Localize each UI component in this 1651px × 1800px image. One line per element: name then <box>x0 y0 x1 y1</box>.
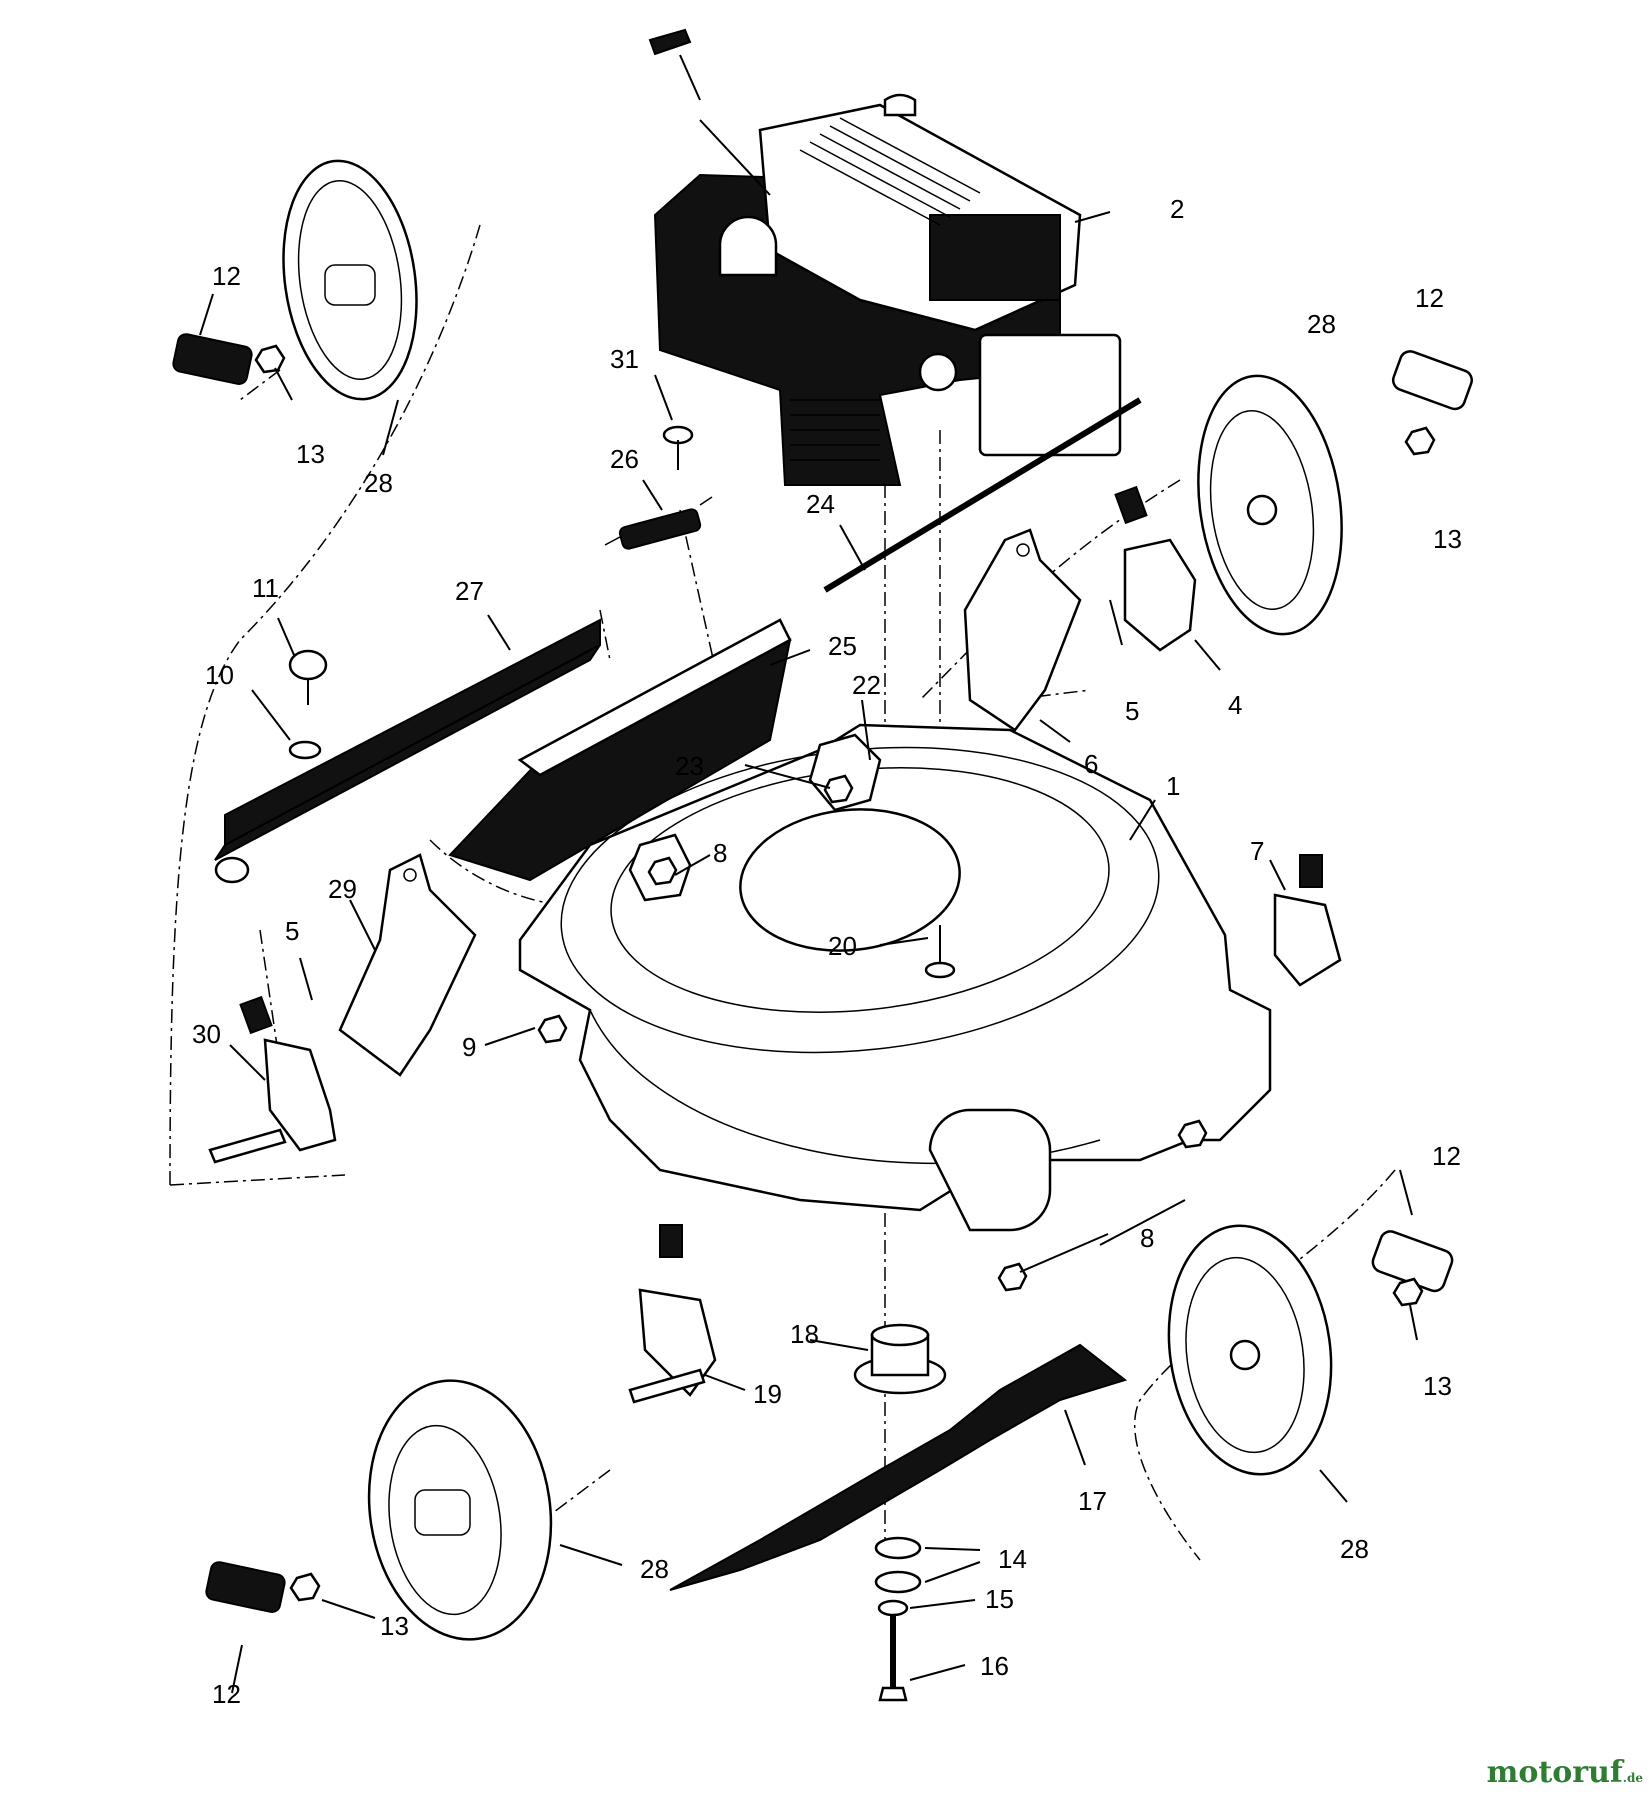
callout-14: 14 <box>998 1544 1027 1574</box>
callout-29: 29 <box>328 874 357 904</box>
rear-hinge-rod <box>214 618 601 884</box>
bolt <box>662 425 694 470</box>
hub-caps <box>172 333 1473 1613</box>
watermark-text: motoruf <box>1486 1755 1623 1790</box>
leader-lines <box>199 211 1418 1694</box>
callout-28-front-right: 28 <box>1340 1534 1369 1564</box>
wheel-front-right <box>1167 1224 1333 1476</box>
callout-9: 9 <box>462 1032 476 1062</box>
wheel-nuts <box>254 344 1436 1602</box>
callout-4: 4 <box>1228 690 1242 720</box>
axle-rod <box>823 397 1142 593</box>
callout-23: 23 <box>675 751 704 781</box>
engine-cooling-fins <box>799 117 981 226</box>
height-adjuster-rear-left <box>208 995 337 1164</box>
callout-28-rear-left: 28 <box>364 468 393 498</box>
callout-8-top: 8 <box>713 838 727 868</box>
wheel-rear-right <box>1197 374 1343 636</box>
blade-washers <box>874 1536 922 1617</box>
callout-28-front-left: 28 <box>640 1554 669 1584</box>
wheel-front-left <box>367 1379 553 1641</box>
callout-12-rear-left: 12 <box>212 261 241 291</box>
mower-deck <box>518 723 1272 1232</box>
callout-2: 2 <box>1170 194 1184 224</box>
bracket-left <box>338 853 477 1077</box>
callout-8-bottom: 8 <box>1140 1223 1154 1253</box>
callout-1: 1 <box>1166 771 1180 801</box>
blade <box>669 1343 1128 1591</box>
height-adjuster-front-right <box>1273 854 1342 987</box>
bracket-right <box>963 528 1082 732</box>
watermark-logo: motoruf.de <box>1487 1755 1643 1790</box>
callout-13-front-right: 13 <box>1423 1371 1452 1401</box>
callout-27: 27 <box>455 576 484 606</box>
callout-11: 11 <box>252 573 279 603</box>
callout-26: 26 <box>610 444 639 474</box>
callout-6: 6 <box>1084 749 1098 779</box>
callout-13-front-left: 13 <box>380 1611 409 1641</box>
callout-13-rear-left: 13 <box>296 439 325 469</box>
callouts: 2 12 12 12 12 28 28 28 28 13 13 13 13 31… <box>192 194 1462 1709</box>
blade-adapter <box>853 1323 947 1395</box>
callout-20: 20 <box>828 931 857 961</box>
callout-13-rear-right: 13 <box>1433 524 1462 554</box>
callout-19: 19 <box>753 1379 782 1409</box>
callout-5-right: 5 <box>1125 696 1139 726</box>
callout-31: 31 <box>610 344 639 374</box>
callout-5-left: 5 <box>285 916 299 946</box>
deck-hardware <box>537 733 1208 1292</box>
blade-bolt <box>878 1615 908 1702</box>
callout-30: 30 <box>192 1019 221 1049</box>
watermark-suffix: .de <box>1622 1771 1643 1785</box>
callout-12-front-left: 12 <box>212 1679 241 1709</box>
callout-17: 17 <box>1078 1486 1107 1516</box>
callout-7: 7 <box>1250 836 1264 866</box>
callout-25: 25 <box>828 631 857 661</box>
callout-12-front-right: 12 <box>1432 1141 1461 1171</box>
callout-24: 24 <box>806 489 835 519</box>
spring <box>604 496 713 550</box>
callout-12-rear-right: 12 <box>1415 283 1444 313</box>
callout-16: 16 <box>980 1651 1009 1681</box>
callout-28-rear-right: 28 <box>1307 309 1336 339</box>
callout-22: 22 <box>852 670 881 700</box>
washer <box>288 740 322 760</box>
callout-10: 10 <box>205 660 234 690</box>
callout-18: 18 <box>790 1319 819 1349</box>
rear-flap <box>448 618 792 882</box>
engine-block-fins <box>790 399 880 461</box>
wheel-rear-left <box>282 159 418 401</box>
engine <box>648 28 1122 486</box>
callout-15: 15 <box>985 1584 1014 1614</box>
height-adjuster-front-left <box>628 1224 717 1404</box>
height-adjuster-rear-right <box>1114 485 1197 652</box>
carriage-bolt <box>288 649 328 705</box>
